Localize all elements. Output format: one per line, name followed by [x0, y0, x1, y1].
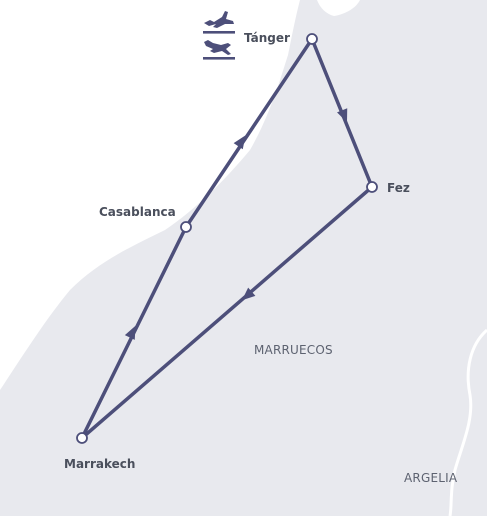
route-casablanca-tanger	[184, 37, 314, 229]
airplane-arrival-icon	[203, 40, 235, 60]
city-marker-casablanca	[180, 221, 192, 233]
country-label-argelia: ARGELIA	[404, 471, 458, 485]
arrow-fez-marrakech	[241, 287, 256, 301]
country-border	[448, 328, 487, 516]
city-label-tanger: Tánger	[244, 31, 290, 45]
city-marker-fez	[366, 181, 378, 193]
arrow-tanger-fez	[337, 108, 348, 123]
route-lines	[80, 37, 374, 440]
city-label-marrakech: Marrakech	[64, 457, 136, 471]
city-markers	[76, 33, 378, 444]
airport-icons	[203, 11, 235, 60]
arrow-casablanca-tanger	[233, 135, 246, 150]
route-arrows	[124, 108, 348, 340]
arrow-marrakech-casablanca	[124, 325, 136, 340]
city-label-casablanca: Casablanca	[99, 205, 176, 219]
strait-water	[317, 0, 360, 16]
city-marker-marrakech	[76, 432, 88, 444]
city-label-fez: Fez	[387, 181, 410, 195]
airplane-departure-icon	[203, 11, 235, 34]
country-label-marruecos: MARRUECOS	[254, 343, 333, 357]
route-fez-marrakech	[80, 185, 374, 440]
city-marker-tanger	[306, 33, 318, 45]
